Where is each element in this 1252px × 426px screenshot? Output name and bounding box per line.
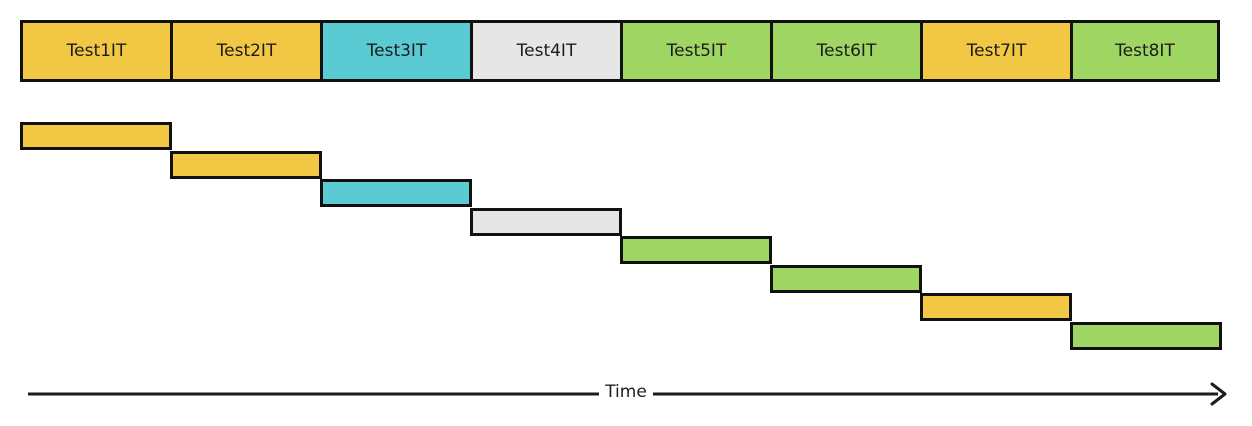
test-label-8: Test8IT [1070,20,1220,82]
test-bar-3 [320,179,472,207]
test-bar-1 [20,122,172,150]
test-bar-4 [470,208,622,236]
test-bar-2 [170,151,322,179]
test-label-2: Test2IT [170,20,323,82]
time-axis [28,382,1227,406]
test-label-7: Test7IT [920,20,1073,82]
test-label-6: Test6IT [770,20,923,82]
test-bar-5 [620,236,772,264]
test-bar-6 [770,265,922,293]
test-bar-8 [1070,322,1222,350]
test-label-5: Test5IT [620,20,773,82]
test-label-3: Test3IT [320,20,473,82]
time-axis-arrowhead [1210,382,1227,406]
test-label-1: Test1IT [20,20,173,82]
test-label-4: Test4IT [470,20,623,82]
test-bar-7 [920,293,1072,321]
